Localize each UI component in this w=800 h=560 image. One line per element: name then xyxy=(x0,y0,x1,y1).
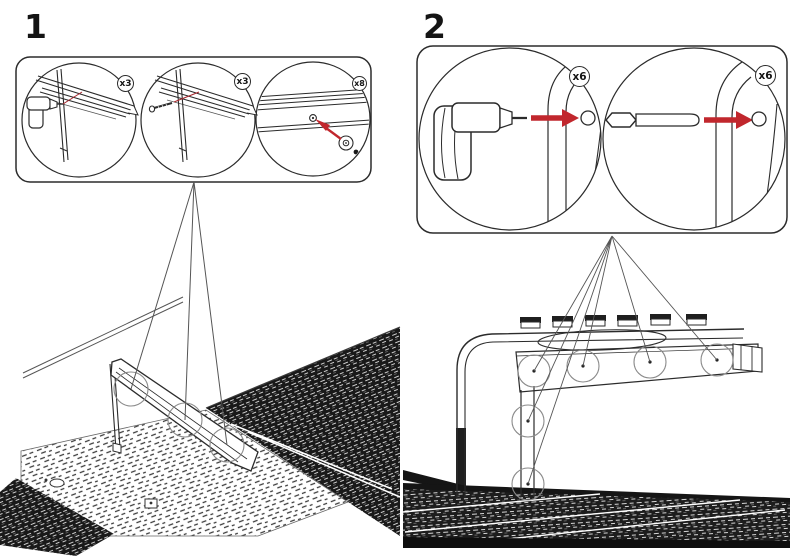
panel-edge-lines xyxy=(22,296,184,379)
screw-hole-icon xyxy=(309,114,317,122)
pilot-hole-icon xyxy=(580,110,596,126)
step1-callout2-content xyxy=(148,68,258,163)
step1-illustration xyxy=(0,56,401,556)
step1-callout-circle-2 xyxy=(140,62,256,178)
mounting-clips xyxy=(520,314,707,329)
quantity-badge: x3 xyxy=(117,75,134,92)
drill-icon xyxy=(26,96,63,129)
l-frame-part xyxy=(456,314,763,498)
step1-callout-circle-1 xyxy=(21,62,137,178)
step2-number: 2 xyxy=(423,7,446,46)
tabletop-oval xyxy=(537,329,667,351)
step2-illustration xyxy=(402,45,790,548)
screw-position-marker xyxy=(167,402,203,438)
deck-dark-surface xyxy=(206,327,400,536)
quantity-badge: x6 xyxy=(755,65,776,86)
floor-detail-oval xyxy=(49,478,65,488)
rail-end-block xyxy=(732,343,763,373)
quantity-badge: x8 xyxy=(352,76,367,91)
floor-dark-band xyxy=(0,478,114,556)
red-arrow xyxy=(531,109,579,127)
step1-callout-leader-lines xyxy=(130,181,228,446)
screw-icon xyxy=(148,102,173,113)
screw-position-marker xyxy=(113,371,149,407)
quantity-badge: x3 xyxy=(234,73,251,90)
floor-detail-dot xyxy=(44,478,48,482)
step2-callout-leader-lines xyxy=(527,235,718,485)
front-strut xyxy=(520,386,535,497)
screw-axial-icon xyxy=(338,135,354,151)
step1-assembly-sketch xyxy=(0,296,401,556)
step2-callout-circle-2 xyxy=(602,47,786,231)
drill-icon xyxy=(433,102,527,181)
step2-callout-circle-1 xyxy=(418,47,602,231)
pointer-line xyxy=(173,91,200,103)
step1-number: 1 xyxy=(24,7,47,46)
dot-detail xyxy=(353,149,359,155)
step1-callout3-content xyxy=(257,88,369,155)
step2-assembly-sketch xyxy=(402,235,790,548)
red-arrow xyxy=(315,119,342,140)
screw-position-marker xyxy=(209,427,245,463)
bolt-icon xyxy=(605,112,700,128)
deck-surface xyxy=(402,470,790,548)
step2-callout2-content xyxy=(605,61,778,230)
back-leg-dark xyxy=(456,428,466,494)
pointer-line xyxy=(62,91,83,105)
quantity-badge: x6 xyxy=(569,66,590,87)
red-arrow xyxy=(704,111,753,129)
step1-callout1-content xyxy=(26,68,139,163)
pilot-hole-icon xyxy=(751,111,767,127)
